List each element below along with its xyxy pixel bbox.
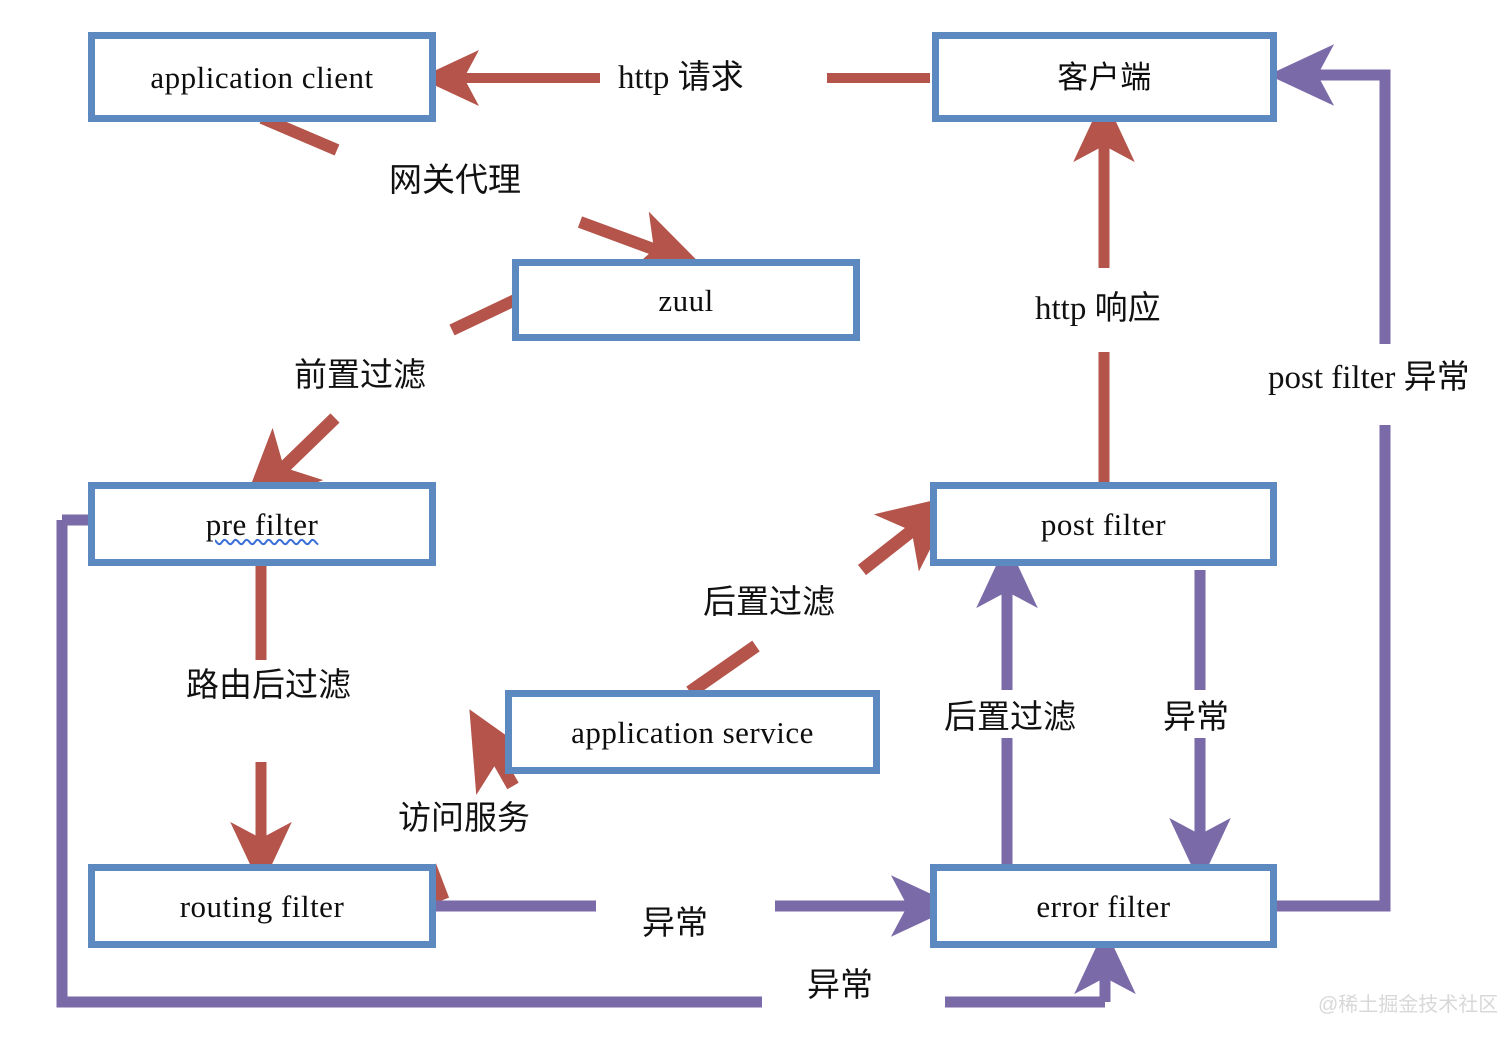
- node-application-client[interactable]: application client: [88, 32, 436, 122]
- node-routing-filter[interactable]: routing filter: [88, 864, 436, 948]
- node-zuul[interactable]: zuul: [512, 259, 860, 341]
- edge-label-gateway-proxy: 网关代理: [383, 163, 527, 201]
- edge-pre-filtering: [241, 413, 340, 509]
- edge-label-exception-bottom: 异常: [801, 968, 879, 1006]
- edge-label-exception-right: 异常: [1157, 700, 1235, 738]
- edge-label-exception-mid: 异常: [636, 906, 714, 944]
- edge-post-filter-error: [1268, 44, 1391, 912]
- node-label: post filter: [1040, 506, 1167, 542]
- node-application-service[interactable]: application service: [505, 690, 880, 774]
- node-post-filter[interactable]: post filter: [930, 482, 1277, 566]
- node-error-filter[interactable]: error filter: [930, 864, 1277, 948]
- edge-label-pre-filtering: 前置过滤: [288, 358, 432, 396]
- edge-post-filtering: [686, 494, 958, 698]
- node-client-cn[interactable]: 客户端: [932, 32, 1277, 122]
- edge-label-post-filtering: 后置过滤: [697, 585, 841, 623]
- edge-label-post-filtering-2: 后置过滤: [938, 700, 1082, 738]
- node-label: pre filter: [205, 506, 319, 542]
- edge-label-post-filter-error: post filter 异常: [1262, 360, 1476, 398]
- watermark: @稀土掘金技术社区: [1318, 994, 1499, 1016]
- node-label: 客户端: [1057, 59, 1152, 95]
- node-pre-filter[interactable]: pre filter: [88, 482, 436, 566]
- node-label: application client: [150, 59, 374, 95]
- node-label: application service: [571, 714, 814, 750]
- edge-label-access-service: 访问服务: [392, 801, 536, 839]
- edge-label-http-response: http 响应: [1029, 291, 1167, 329]
- edge-label-route-post-filter: 路由后过滤: [180, 668, 357, 706]
- node-label: zuul: [658, 282, 714, 318]
- node-label: error filter: [1036, 888, 1171, 924]
- node-label: routing filter: [179, 888, 345, 924]
- edge-label-http-request: http 请求: [612, 60, 750, 98]
- edge-exception-bottom: [56, 514, 1136, 1008]
- edge-gateway-proxy: [259, 112, 705, 336]
